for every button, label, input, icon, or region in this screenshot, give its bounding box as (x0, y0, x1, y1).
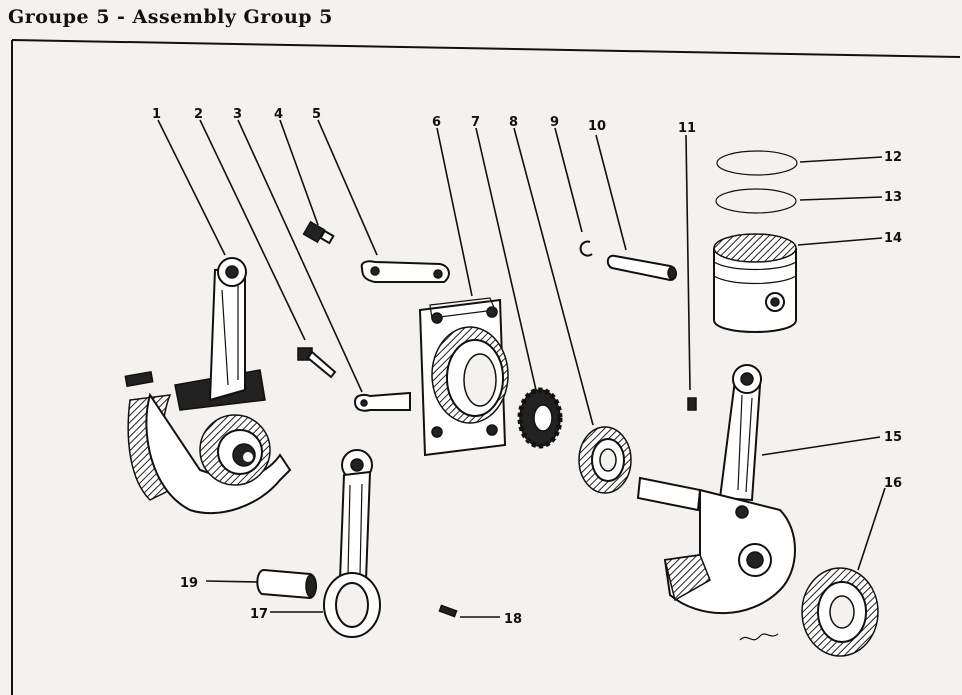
lock-plate (360, 260, 450, 283)
callout-18: 18 (504, 612, 522, 627)
piston-ring-upper (716, 150, 798, 176)
leader-lines (157, 119, 886, 618)
bolt (297, 347, 337, 379)
nut (302, 220, 335, 245)
callout-5: 5 (312, 107, 321, 122)
small-pin (438, 604, 458, 618)
callout-4: 4 (274, 107, 283, 122)
callout-8: 8 (509, 115, 518, 130)
callout-14: 14 (884, 231, 902, 246)
callout-2: 2 (194, 107, 203, 122)
right-crankshaft (636, 364, 796, 615)
callout-12: 12 (884, 150, 902, 165)
callout-17: 17 (250, 607, 268, 622)
signature-mark (739, 633, 779, 641)
callout-3: 3 (233, 107, 242, 122)
callout-19: 19 (180, 576, 198, 591)
page-title: Groupe 5 - Assembly Group 5 (8, 6, 333, 28)
callout-7: 7 (471, 115, 480, 130)
callout-16: 16 (884, 476, 902, 491)
right-ball-bearing (801, 567, 879, 657)
piston (713, 233, 797, 333)
callout-10: 10 (588, 119, 606, 134)
timing-gear (517, 387, 563, 449)
ball-bearing (578, 426, 632, 494)
bearing-housing (418, 297, 509, 457)
drawing-frame (11, 39, 961, 695)
connecting-rod (323, 449, 381, 638)
piston-ring-lower (715, 188, 797, 214)
callout-15: 15 (884, 430, 902, 445)
callout-11: 11 (678, 121, 696, 136)
callout-1: 1 (152, 107, 161, 122)
callout-9: 9 (550, 115, 559, 130)
left-crankshaft-assembly (124, 257, 292, 515)
callout-6: 6 (432, 115, 441, 130)
bushing (256, 568, 317, 600)
circlip (579, 240, 593, 257)
callout-13: 13 (884, 190, 902, 205)
lock-tab (353, 391, 411, 412)
piston-pin (606, 254, 677, 282)
small-screw (687, 397, 697, 411)
